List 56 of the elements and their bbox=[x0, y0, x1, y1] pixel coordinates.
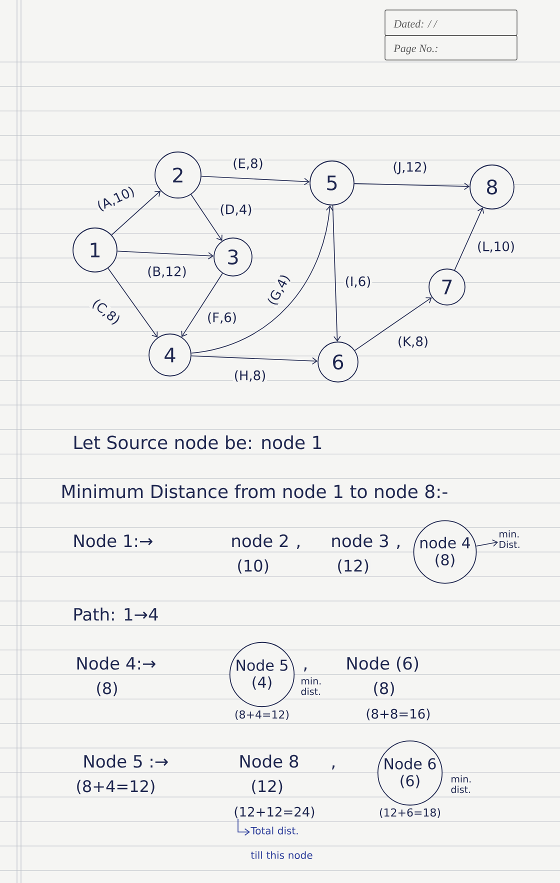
distance-text: (8) bbox=[372, 681, 396, 697]
note-text: Total dist. till this node bbox=[250, 826, 312, 859]
row-heading: Node 5 :→ bbox=[82, 754, 170, 768]
distance-text: (10) bbox=[236, 558, 270, 574]
edge-label: (E,8) bbox=[232, 157, 264, 171]
edge-label: (H,8) bbox=[232, 369, 268, 383]
circled-choice: Node 5 (4) bbox=[229, 642, 295, 708]
arrow bbox=[454, 207, 484, 271]
arrow bbox=[354, 182, 470, 190]
page-number-field: Page No.: bbox=[384, 35, 518, 60]
comma: , bbox=[302, 666, 309, 672]
distance-text: (12) bbox=[336, 558, 370, 574]
path-text: Path: 1→4 bbox=[72, 607, 160, 622]
sum-text: (12+6=18) bbox=[378, 808, 442, 818]
arrow bbox=[201, 176, 310, 186]
edge-label: (F,6) bbox=[206, 311, 238, 325]
min-dist-note: min. dist. bbox=[301, 677, 321, 696]
arrow bbox=[181, 272, 223, 337]
sum-text: (8+4=12) bbox=[75, 779, 156, 795]
edge-label: (B,12) bbox=[146, 265, 188, 279]
node-name-text: Node (6) bbox=[345, 656, 420, 672]
min-dist-note: min. Dist. bbox=[500, 530, 520, 548]
arrow bbox=[117, 250, 214, 260]
sum-text: (8+8=16) bbox=[365, 708, 432, 721]
row-heading: Node 1:→ bbox=[72, 534, 154, 548]
row-heading: Node 4:→ bbox=[75, 656, 157, 670]
arrow bbox=[190, 205, 334, 354]
min-dist-note: min. dist. bbox=[451, 775, 471, 794]
statement-text: Minimum Distance from node 1 to node 8:- bbox=[60, 484, 449, 499]
circled-choice: node 4 (8) bbox=[413, 520, 477, 584]
arrow bbox=[332, 205, 341, 342]
sum-text: (12+12=24) bbox=[233, 806, 316, 819]
circled-choice: Node 6 (6) bbox=[377, 740, 443, 806]
arrow bbox=[191, 356, 318, 365]
node-name-text: node 2 bbox=[230, 534, 290, 548]
comma: , bbox=[295, 544, 302, 550]
hook-arrow bbox=[238, 818, 250, 836]
statement-text: Let Source node be: node 1 bbox=[72, 434, 324, 450]
arrow bbox=[476, 539, 498, 547]
arrow bbox=[354, 297, 432, 351]
edge-label: (J,12) bbox=[392, 160, 428, 176]
date-field: Dated: / / bbox=[384, 10, 518, 36]
node-name-text: Node 8 bbox=[238, 754, 300, 768]
arrow bbox=[111, 190, 161, 236]
comma: , bbox=[395, 544, 402, 550]
edge-label: (K,8) bbox=[396, 335, 430, 349]
distance-text: (8) bbox=[95, 681, 119, 697]
distance-text: (12) bbox=[250, 779, 284, 795]
edge-label: (L,10) bbox=[476, 240, 516, 254]
sum-text: (8+4=12) bbox=[234, 710, 290, 720]
node-name-text: node 3 bbox=[330, 534, 390, 548]
arrow bbox=[190, 194, 222, 241]
edge-label: (D,4) bbox=[218, 203, 254, 217]
comma: , bbox=[330, 764, 337, 770]
arrow bbox=[108, 268, 158, 338]
edge-label: (I,6) bbox=[344, 275, 372, 289]
